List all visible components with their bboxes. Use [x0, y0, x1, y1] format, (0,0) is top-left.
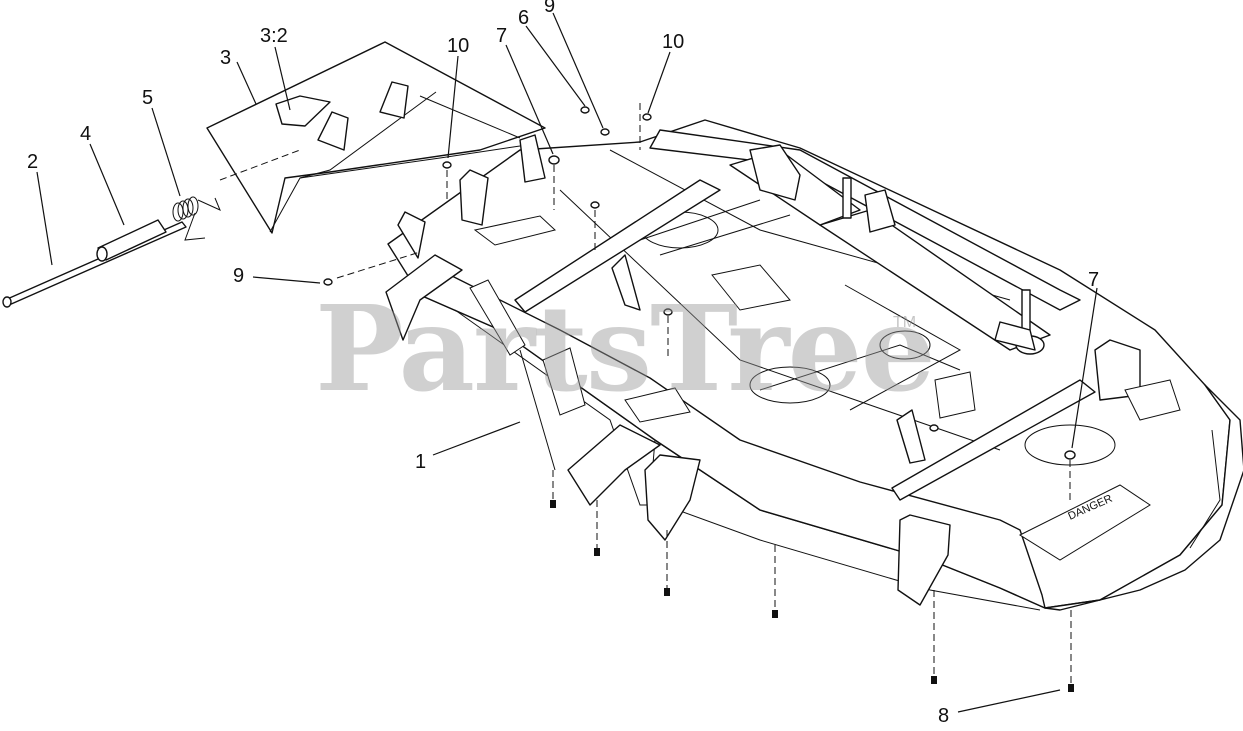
- callout-9-top: 9: [544, 0, 555, 17]
- trademark-mark: TM: [893, 314, 917, 331]
- super-flow-decal: [469, 279, 526, 356]
- callout-7-top: 7: [496, 25, 507, 47]
- callout-10-left: 10: [447, 35, 469, 57]
- callout-7-right: 7: [1088, 269, 1099, 291]
- callout-5: 5: [142, 87, 153, 109]
- callout-2: 2: [27, 151, 38, 173]
- callout-3-2: 3:2: [260, 25, 288, 47]
- hardware-bolts[interactable]: [323, 106, 1076, 692]
- bushing[interactable]: [96, 219, 167, 262]
- torsion-spring[interactable]: [172, 196, 221, 241]
- callout-9-left: 9: [233, 265, 244, 287]
- callout-4: 4: [80, 123, 91, 145]
- mower-deck-housing[interactable]: [387, 119, 1243, 611]
- mounting-brackets[interactable]: [385, 134, 951, 606]
- callout-10-right: 10: [662, 31, 684, 53]
- callout-6: 6: [518, 7, 529, 29]
- callout-8: 8: [938, 705, 949, 727]
- leader-lines: [36, 12, 1098, 713]
- deflector-chute[interactable]: [206, 41, 546, 234]
- chute-tab-3-2: [275, 95, 331, 127]
- callout-1: 1: [415, 451, 426, 473]
- deck-decals: DANGER: [469, 215, 1181, 561]
- danger-decal: [1018, 484, 1151, 561]
- assembly-lines: [219, 103, 1072, 684]
- callout-3: 3: [220, 47, 231, 69]
- callout-labels: 1 2 3 3:2 4 5 6 7 7 8 9 9 10 10: [27, 0, 1099, 727]
